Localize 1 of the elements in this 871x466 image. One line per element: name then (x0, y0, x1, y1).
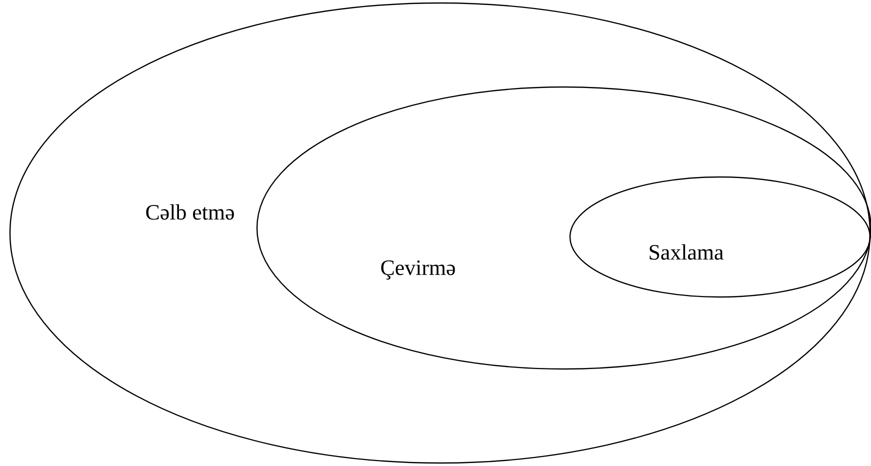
ellipse-region: Saxlama (569, 176, 871, 298)
